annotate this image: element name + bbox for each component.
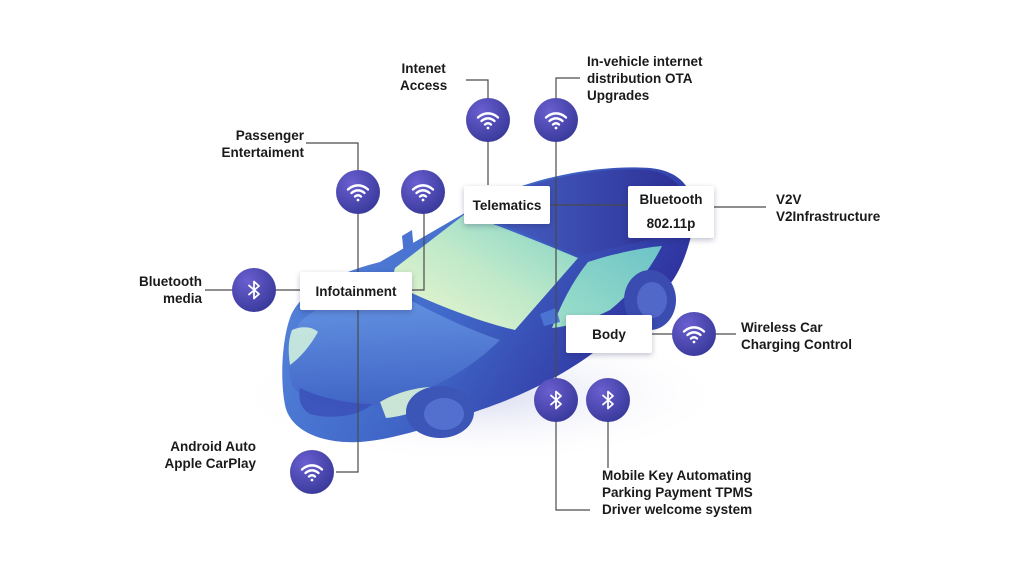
body-box-label: Body	[592, 326, 626, 342]
line-internet-access	[466, 79, 489, 185]
label-wireless-charging-line1: Wireless Car	[741, 320, 823, 335]
wifi-icon-glyph	[544, 112, 568, 130]
label-internet-access: Intenet Access	[400, 60, 447, 94]
line-ota	[555, 77, 590, 511]
label-bluetooth-media-line1: Bluetooth	[139, 274, 202, 289]
label-mobile-key-line3: Driver welcome system	[602, 502, 753, 517]
label-mobile-key-line2: Parking Payment TPMS	[602, 485, 753, 500]
wifi-icon-glyph	[346, 184, 370, 202]
wifi-icon	[336, 170, 380, 214]
wifi-icon	[672, 312, 716, 356]
wifi-icon	[466, 98, 510, 142]
bluetooth-icon-glyph	[602, 390, 614, 410]
bluetooth-icon	[534, 378, 578, 422]
label-passenger-line1: Passenger	[235, 128, 304, 143]
bluetooth-icon	[232, 268, 276, 312]
wifi-icon-glyph	[411, 184, 435, 202]
car-wheel-front-rim	[424, 398, 464, 430]
label-android-auto-line2: Apple CarPlay	[164, 456, 256, 471]
car-windshield	[394, 214, 578, 330]
label-mobile-key-line1: Mobile Key Automating	[602, 468, 752, 483]
label-bluetooth-media: Bluetooth media	[110, 273, 202, 307]
car-mirror-right	[540, 308, 560, 326]
car-mirror-left	[402, 230, 414, 256]
label-mobile-key: Mobile Key Automating Parking Payment TP…	[602, 467, 753, 518]
label-ota: In-vehicle internet distribution OTA Upg…	[587, 53, 703, 104]
car-illustration	[282, 167, 694, 443]
label-v2v-line2: V2Infrastructure	[776, 209, 881, 224]
label-ota-line2: distribution OTA	[587, 71, 693, 86]
infotainment-box-label: Infotainment	[315, 283, 397, 299]
bluetooth-icon-glyph	[248, 280, 260, 300]
car-grille	[299, 388, 372, 417]
bluetooth-box-title: Bluetooth	[639, 192, 703, 207]
label-ota-line1: In-vehicle internet	[587, 54, 703, 69]
bluetooth-box-subtitle: 802.11p	[646, 216, 696, 231]
telematics-box-label: Telematics	[472, 197, 542, 213]
label-passenger-entertainment: Passenger Entertaiment	[196, 127, 304, 161]
wifi-icon	[534, 98, 578, 142]
infotainment-box: Infotainment	[300, 272, 412, 310]
wifi-icon	[290, 450, 334, 494]
label-android-auto: Android Auto Apple CarPlay	[140, 438, 256, 472]
label-ota-line3: Upgrades	[587, 88, 650, 103]
label-v2v-line1: V2V	[776, 192, 802, 207]
bluetooth-802-box: Bluetooth 802.11p	[628, 186, 714, 238]
wifi-icon-glyph	[682, 326, 706, 344]
label-internet-access-line1: Intenet	[401, 61, 446, 76]
label-android-auto-line1: Android Auto	[170, 439, 256, 454]
label-wireless-charging: Wireless Car Charging Control	[741, 319, 852, 353]
label-bluetooth-media-line2: media	[162, 291, 202, 306]
label-v2v: V2V V2Infrastructure	[776, 191, 880, 225]
wifi-icon-glyph	[300, 464, 324, 482]
bluetooth-icon-glyph	[550, 390, 562, 410]
car-hood	[289, 291, 500, 408]
wifi-icon	[401, 170, 445, 214]
body-box: Body	[566, 315, 652, 353]
car-wheel-rear-rim	[637, 282, 667, 318]
car-headlight-left	[288, 327, 318, 365]
car-side-window	[552, 246, 662, 328]
label-internet-access-line2: Access	[400, 78, 448, 93]
wifi-icon-glyph	[476, 112, 500, 130]
label-passenger-line2: Entertaiment	[221, 145, 304, 160]
telematics-box: Telematics	[464, 186, 550, 224]
bluetooth-icon	[586, 378, 630, 422]
label-wireless-charging-line2: Charging Control	[741, 337, 852, 352]
